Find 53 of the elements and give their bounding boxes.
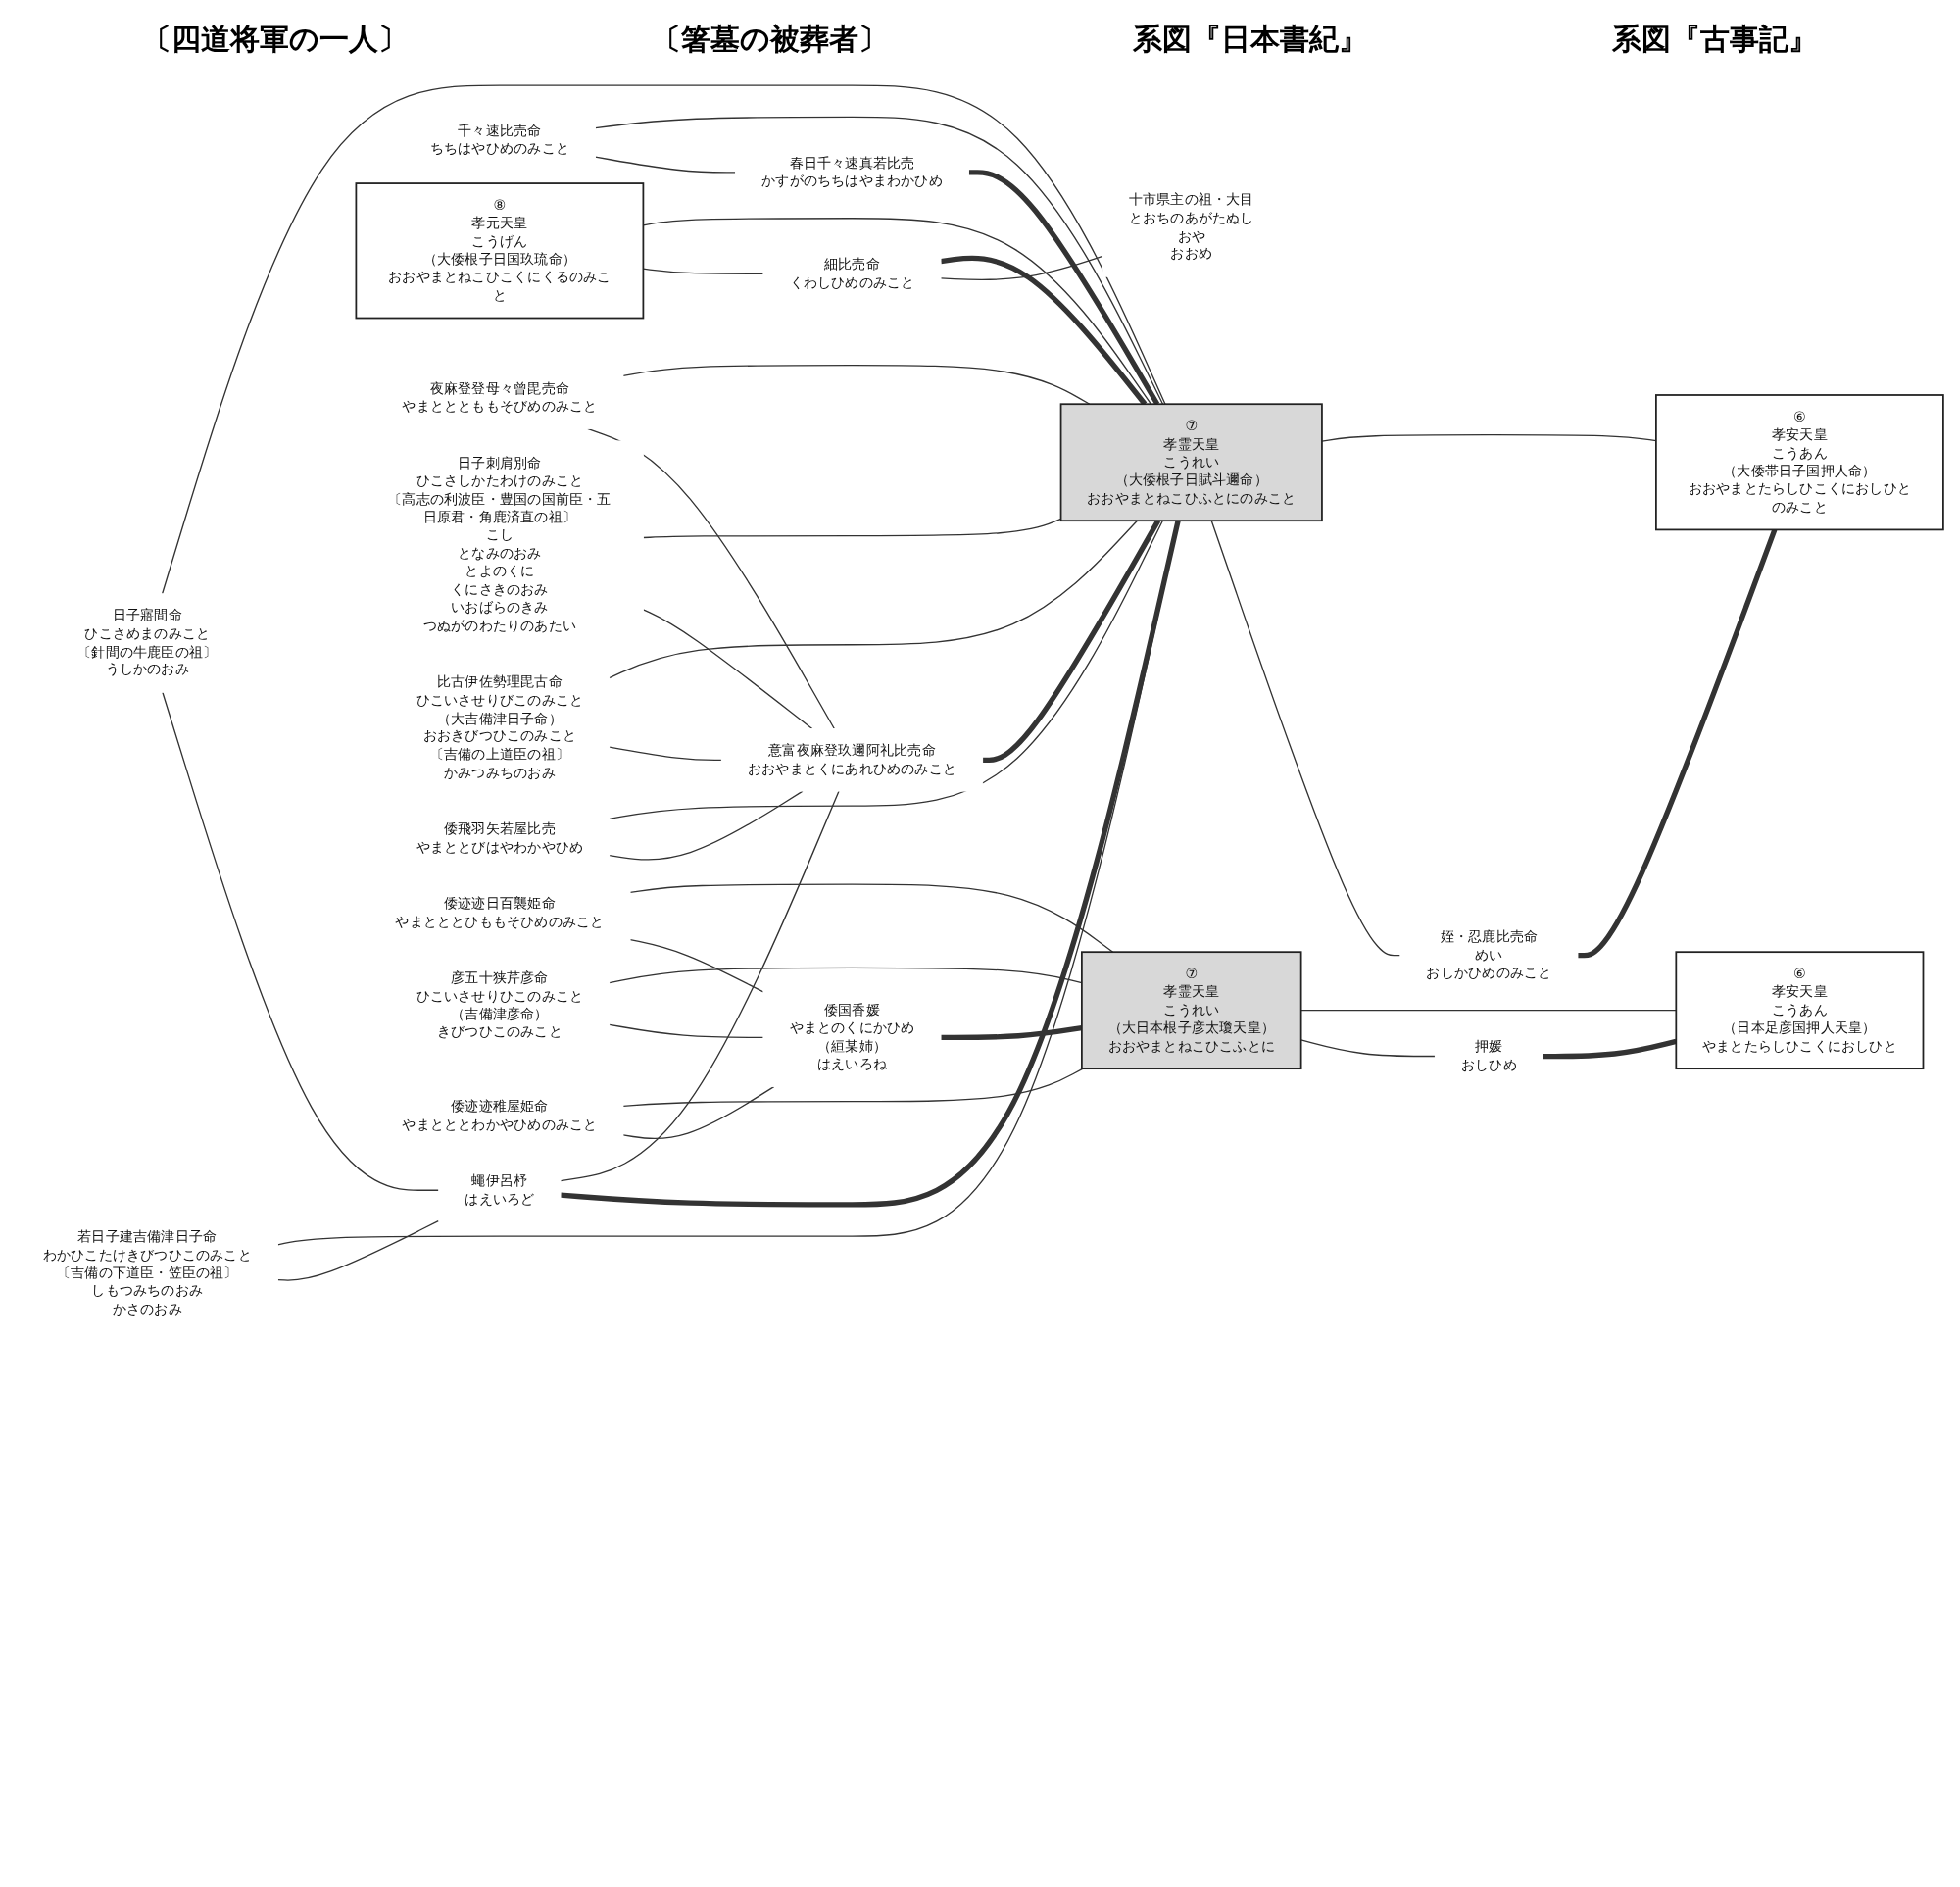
connector [609,520,1139,679]
node-text: 千々速比売命 ちちはやひめのみこと [429,122,569,157]
connector [560,520,1181,1208]
connector [594,116,1164,405]
connector [609,790,804,861]
connector [276,1219,440,1281]
connector [940,255,1148,406]
node-text: 夜麻登登母々曾毘売命 やまとととももそびめのみこと [402,379,598,415]
connector [594,156,737,174]
connector [642,518,1062,539]
connector [1543,1038,1677,1060]
node-text: 姪・忍鹿比売命 めい おしかひめのみこと [1426,927,1552,981]
heading: 〔四道将軍の一人〕 [141,20,408,58]
connector [609,746,722,761]
connector [622,1085,775,1140]
connector [629,883,1114,953]
node-text: 比古伊佐勢理毘古命 ひこいさせりびこのみこと （大吉備津日子命） おおきびつひこのみこと 〔吉備の上道臣の祖〕 かみつみちのおみ [416,672,584,781]
node-text: 倭迹迹日百襲姫命 やまとととひももそひめのみこと [395,894,605,930]
node-box: ⑦ 孝霊天皇 こうれい （大日本根子彦太瓊天皇） おおやまとねこひこふとに [1081,951,1302,1070]
node-text: 日子寤間命 ひこさめまのみこと 〔針間の牛鹿臣の祖〕 うしかのおみ [77,607,218,678]
node-text: 十市県主の祖・大目 とおちのあがたぬし おや おおめ [1128,191,1254,263]
connector [642,609,813,730]
connector [1578,528,1778,959]
node-text: 細比売命 くわしひめのみこと [789,255,915,291]
connector [940,255,1103,281]
node-text: 押媛 おしひめ [1461,1038,1517,1073]
node-text: 倭飛羽矢若屋比売 やまととびはやわかやひめ [416,819,584,856]
node-box: ⑥ 孝安天皇 こうあん （大倭帯日子国押人命） おおやまとたらしひこくにおしひとのみこと [1655,394,1944,531]
connector [609,520,1164,820]
node-box: ⑧ 孝元天皇 こうげん （大倭根子日国玖琉命） おおやまとねこひこくにくるのみこと [355,182,645,320]
connector [609,1023,764,1039]
connector [968,170,1160,406]
node-text: 蠅伊呂杼 はえいろど [465,1171,535,1208]
connector [162,691,440,1191]
heading: 系図『古事記』 [1612,20,1819,58]
node-text: 彦五十狭芹彦命 ひこいさせりひこのみこと （吉備津彦命） きびつひこのみこと [416,968,584,1041]
node-text: 日子刺肩別命 ひこさしかたわけのみこと 〔高志の利波臣・豊国の国前臣・五日原君・角鹿済直の祖〕 こし となみのおみ とよのくに くにさきのおみ いおばらのきみ つぬがのわたりのあたい [388,454,612,634]
connector [560,790,840,1182]
node-text: 倭迹迹稚屋姫命 やまとととわかやひめのみこと [402,1097,598,1133]
connector [161,84,1166,595]
connector [622,364,1091,405]
heading: 系図『日本書紀』 [1132,20,1368,58]
connector [1210,520,1401,957]
connector [276,520,1180,1246]
node-text: 倭国香媛 やまとのくにかひめ （絙某姉） はえいろね [789,1001,915,1072]
node-text: 意富夜麻登玖邇阿礼比売命 おおやまとくにあれひめのみこと [747,741,957,777]
node-box: ⑥ 孝安天皇 こうあん （日本足彦国押人天皇） やまとたらしひこくにおしひと [1675,951,1925,1070]
node-box: ⑦ 孝霊天皇 こうれい （大倭根子日賦斗邇命） おおやまとねこひふとにのみこと [1059,403,1323,522]
node-text: 春日千々速真若比売 かすがのちちはやまわかひめ [761,154,943,189]
connector [622,1068,1084,1108]
heading: 〔箸墓の被葬者〕 [652,20,889,58]
connector [629,938,764,993]
node-text: 若日子建吉備津日子命 わかひこたけきびつひこのみこと 〔吉備の下道臣・笠臣の祖〕 しもつみちのおみ かさのおみ [42,1227,252,1317]
